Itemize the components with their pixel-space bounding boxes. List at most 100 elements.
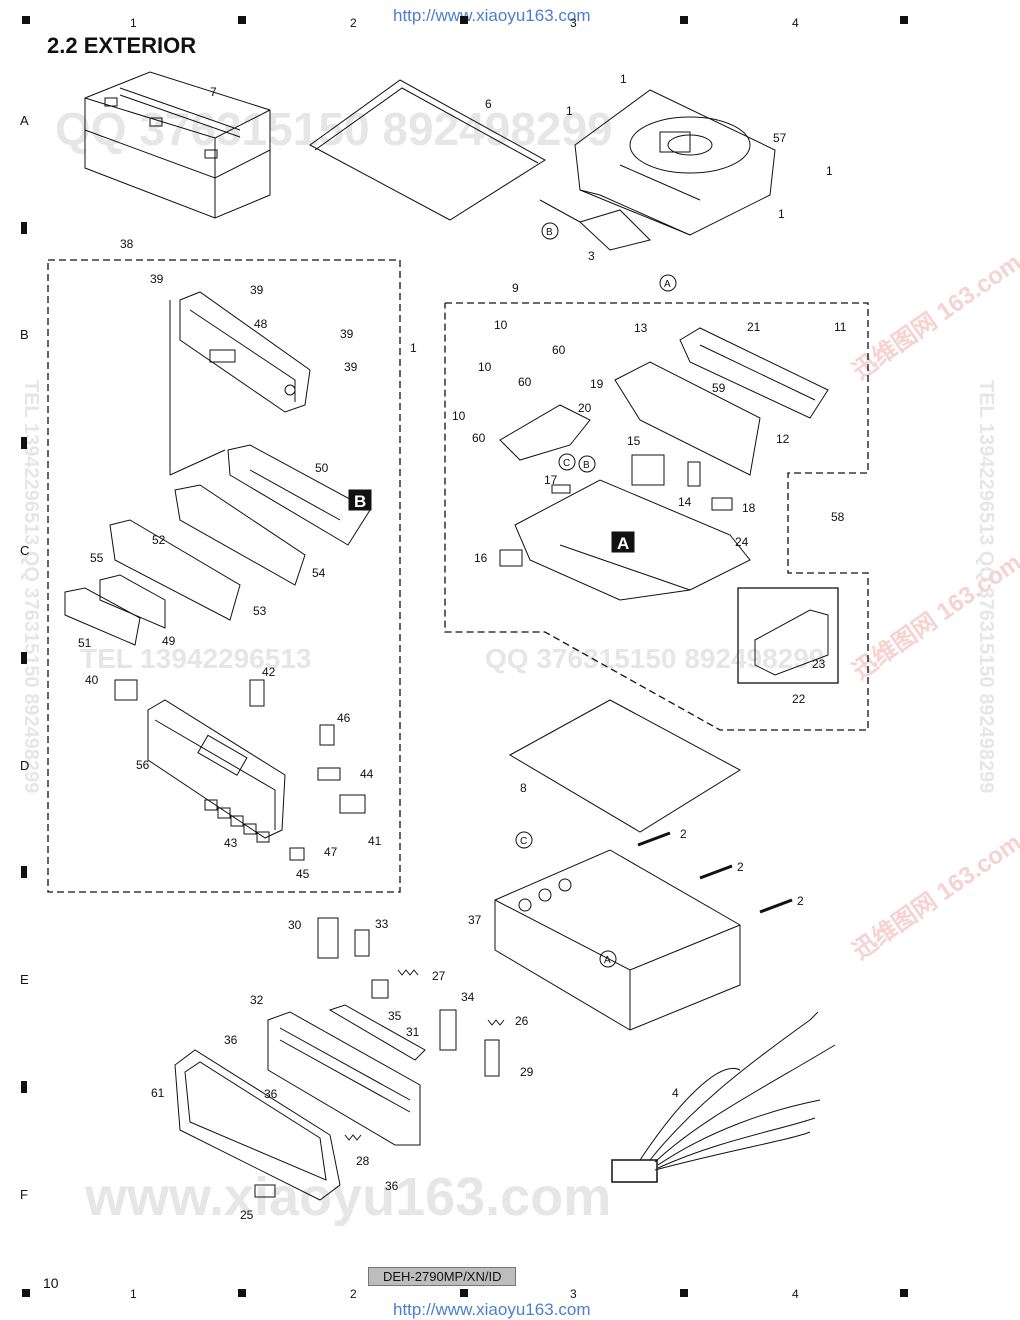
column-number: 3 — [570, 16, 577, 30]
callout-1: 1 — [778, 207, 785, 221]
callout-25: 25 — [240, 1208, 254, 1222]
part-30 — [317, 917, 339, 959]
callout-58: 58 — [831, 510, 845, 524]
frame-marker — [238, 1289, 246, 1297]
callout-29: 29 — [520, 1065, 534, 1079]
callout-4: 4 — [672, 1086, 679, 1100]
frame-marker — [680, 16, 688, 24]
frame-marker — [460, 16, 468, 24]
part-14 — [687, 461, 701, 487]
part-57-mechanism — [574, 89, 776, 236]
part-17 — [551, 484, 571, 494]
ref-mark-c: C — [520, 836, 527, 847]
part-25 — [254, 1184, 276, 1198]
callout-19: 19 — [590, 377, 604, 391]
ref-circle-c — [558, 453, 576, 471]
callout-23: 23 — [812, 657, 826, 671]
callout-55: 55 — [90, 551, 104, 565]
part-8-sheet — [508, 699, 741, 833]
callout-60: 60 — [552, 343, 566, 357]
header-url[interactable]: http://www.xiaoyu163.com — [393, 6, 591, 25]
callout-60: 60 — [472, 431, 486, 445]
part-16 — [499, 549, 523, 567]
callout-10: 10 — [494, 318, 508, 332]
callout-39: 39 — [344, 360, 358, 374]
callout-18: 18 — [742, 501, 756, 515]
row-letter: A — [20, 113, 29, 128]
part-33 — [354, 929, 370, 957]
callout-31: 31 — [406, 1025, 420, 1039]
part-32-front-base — [267, 1011, 421, 1146]
callout-36: 36 — [224, 1033, 238, 1047]
ref-mark-a: A — [604, 955, 611, 966]
footer-url[interactable]: http://www.xiaoyu163.com — [393, 1300, 591, 1319]
callout-56: 56 — [136, 758, 150, 772]
part-18 — [711, 497, 733, 511]
part-41 — [339, 794, 366, 814]
part-a-chassis — [514, 479, 751, 601]
callout-59: 59 — [712, 381, 726, 395]
callout-39: 39 — [340, 327, 354, 341]
callout-54: 54 — [312, 566, 326, 580]
group-22-border — [737, 587, 839, 684]
watermark-tel-vertical-left: TEL 13942296513 QQ 376315150 892498299 — [20, 380, 42, 793]
part-35 — [371, 979, 389, 999]
part-2-screw — [637, 831, 671, 847]
callout-1: 1 — [620, 72, 627, 86]
row-marker — [21, 866, 27, 878]
callout-26: 26 — [515, 1014, 529, 1028]
watermark-qq-mid: QQ 376315150 892498299 — [485, 643, 824, 674]
callout-39: 39 — [250, 283, 264, 297]
column-number: 1 — [130, 1287, 137, 1301]
callout-34: 34 — [461, 990, 475, 1004]
part-20-bracket — [499, 404, 591, 461]
ref-mark-a: A — [664, 279, 671, 290]
sub-label-a-box — [611, 531, 635, 553]
leader-line — [169, 449, 226, 476]
part-7-case — [84, 71, 271, 219]
callout-8: 8 — [520, 781, 527, 795]
callout-16: 16 — [474, 551, 488, 565]
part-31-strip — [328, 1004, 426, 1061]
ref-circle-a — [659, 274, 677, 292]
column-number: 4 — [792, 1287, 799, 1301]
frame-marker — [900, 16, 908, 24]
group-label: 22 — [792, 692, 806, 706]
part-29 — [484, 1039, 500, 1077]
callout-3: 3 — [588, 249, 595, 263]
callout-47: 47 — [324, 845, 338, 859]
callout-21: 21 — [747, 320, 761, 334]
group-label: 9 — [512, 281, 519, 295]
callout-24: 24 — [735, 535, 749, 549]
ref-circle-b — [578, 455, 596, 473]
callout-32: 32 — [250, 993, 264, 1007]
callout-44: 44 — [360, 767, 374, 781]
callout-49: 49 — [162, 634, 176, 648]
callout-36: 36 — [385, 1179, 399, 1193]
ref-mark-b: B — [583, 460, 590, 471]
part-21-bar — [679, 327, 829, 419]
callout-50: 50 — [315, 461, 329, 475]
callout-51: 51 — [78, 636, 92, 650]
page-title: 2.2 EXTERIOR — [47, 33, 197, 58]
ref-circle-c — [515, 831, 533, 849]
leader-line — [539, 199, 581, 223]
part-2-screw — [699, 864, 733, 880]
callout-1: 1 — [566, 104, 573, 118]
frame-marker — [460, 1289, 468, 1297]
callout-1: 1 — [826, 164, 833, 178]
callout-12: 12 — [776, 432, 790, 446]
row-marker — [21, 222, 27, 234]
callout-6: 6 — [485, 97, 492, 111]
callout-41: 41 — [368, 834, 382, 848]
column-number: 2 — [350, 1287, 357, 1301]
part-27-spring — [397, 969, 419, 976]
frame-marker — [680, 1289, 688, 1297]
callout-39: 39 — [150, 272, 164, 286]
part-45 — [289, 847, 305, 861]
row-letter: C — [20, 543, 30, 558]
callout-57: 57 — [773, 131, 787, 145]
frame-marker — [22, 1289, 30, 1297]
sub-label-b: B — [354, 492, 366, 511]
